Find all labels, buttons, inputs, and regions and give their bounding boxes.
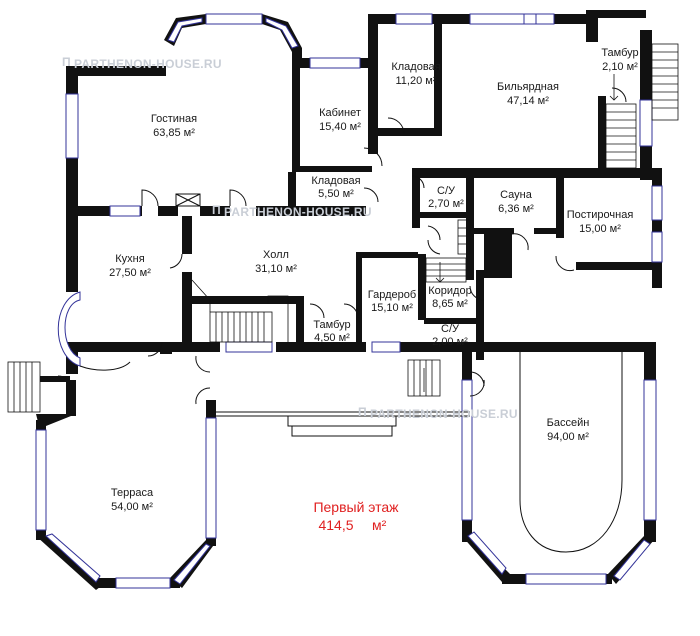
room-sauna: Сауна 6,36 м² — [498, 189, 534, 215]
room-area: 5,50 м² — [318, 188, 354, 200]
room-name: Кухня — [115, 253, 144, 265]
room-area: 15,00 м² — [579, 223, 621, 235]
doors — [57, 87, 627, 405]
room-area: 2,70 м² — [428, 198, 464, 210]
kitchen-bay-window — [57, 291, 81, 367]
room-garderob: Гардероб 15,10 м² — [368, 289, 416, 314]
room-area: 8,65 м² — [432, 298, 468, 310]
room-koridor: Коридор 8,65 м² — [428, 285, 471, 310]
room-area: 15,10 м² — [371, 302, 413, 314]
room-postirochnaya: Постирочная 15,00 м² — [567, 209, 634, 235]
room-name: Кабинет — [319, 107, 361, 119]
room-area: 27,50 м² — [109, 267, 151, 279]
room-area: 2,10 м² — [602, 61, 638, 73]
watermark-group: Π PARTHENON-HOUSE.RU Π PARTHENON-HOUSE.R… — [62, 55, 518, 421]
room-area: 54,00 м² — [111, 501, 153, 513]
porch-rails — [216, 411, 470, 437]
room-labels: Гостиная 63,85 м² Кабинет 15,40 м² Кладо… — [109, 47, 639, 513]
watermark-logo-icon: Π — [62, 55, 71, 69]
room-name: Тамбур — [313, 319, 350, 331]
room-bilyardnaya: Бильярдная 47,14 м² — [497, 81, 559, 107]
windows — [35, 13, 663, 589]
room-su1: С/У 2,70 м² — [428, 185, 464, 210]
plan-title-block: Первый этаж 414,5 м² — [313, 499, 399, 533]
room-name: Кладовая — [391, 61, 440, 73]
room-kladovaya1: Кладовая 11,20 м² — [391, 61, 440, 87]
plan-title: Первый этаж — [313, 499, 399, 515]
room-su2: С/У 2,00 м² — [432, 323, 468, 348]
room-area: 11,20 м² — [396, 75, 437, 87]
room-area: 6,36 м² — [498, 203, 534, 215]
watermark-logo-icon: Π — [212, 203, 221, 217]
room-name: Кладовая — [311, 175, 360, 187]
room-area: 15,40 м² — [319, 121, 361, 133]
room-area: 31,10 м² — [255, 263, 297, 275]
room-name: Гардероб — [368, 289, 416, 301]
room-holl: Холл 31,10 м² — [255, 249, 297, 275]
watermark-3: Π PARTHENON-HOUSE.RU — [358, 405, 518, 421]
kitchen-bay-wall — [79, 361, 131, 371]
watermark-text: PARTHENON-HOUSE.RU — [224, 205, 372, 219]
room-area: 2,00 м² — [432, 336, 468, 348]
room-area: 4,50 м² — [314, 332, 350, 344]
room-name: Коридор — [428, 285, 471, 297]
watermark-text: PARTHENON-HOUSE.RU — [74, 57, 222, 71]
room-name: С/У — [441, 323, 460, 335]
room-name: Тамбур — [601, 47, 638, 59]
room-name: Сауна — [500, 189, 533, 201]
room-name: Гостиная — [151, 113, 197, 125]
fireplace — [175, 193, 201, 207]
room-name: Бильярдная — [497, 81, 559, 93]
room-kladovaya2: Кладовая 5,50 м² — [311, 175, 360, 200]
room-area: 63,85 м² — [153, 127, 195, 139]
room-name: Бассейн — [547, 417, 590, 429]
pool-basin — [519, 345, 623, 553]
room-terrasa: Терраса 54,00 м² — [111, 487, 154, 513]
watermark-1: Π PARTHENON-HOUSE.RU — [62, 55, 222, 71]
stairs — [7, 43, 679, 413]
room-name: Постирочная — [567, 209, 634, 221]
room-name: Холл — [263, 249, 289, 261]
room-kuhnya: Кухня 27,50 м² — [109, 253, 151, 279]
room-name: Терраса — [111, 487, 154, 499]
room-name: С/У — [437, 185, 456, 197]
plan-area-unit: м² — [372, 517, 387, 533]
room-bassein: Бассейн 94,00 м² — [547, 417, 590, 443]
plan-total-area: 414,5 — [318, 517, 353, 533]
room-tambur2: Тамбур 4,50 м² — [313, 319, 350, 344]
watermark-logo-icon: Π — [358, 405, 367, 419]
room-tambur1: Тамбур 2,10 м² — [601, 47, 638, 73]
room-area: 94,00 м² — [547, 431, 589, 443]
room-area: 47,14 м² — [507, 95, 549, 107]
watermark-2: Π PARTHENON-HOUSE.RU — [212, 203, 372, 219]
room-kabinet: Кабинет 15,40 м² — [319, 107, 361, 133]
room-gostinaya: Гостиная 63,85 м² — [151, 113, 197, 139]
watermark-text: PARTHENON-HOUSE.RU — [370, 407, 518, 421]
